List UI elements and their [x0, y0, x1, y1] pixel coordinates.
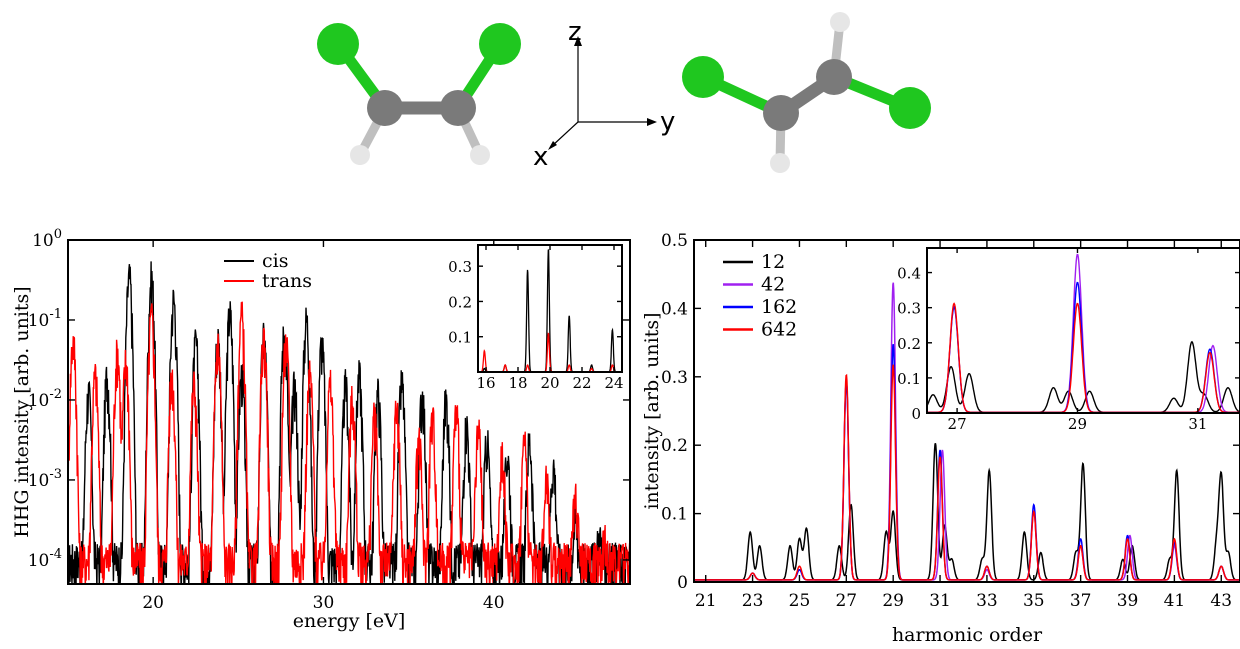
x-tick-label: 31	[929, 591, 951, 611]
y-tick-label: 0.2	[897, 335, 921, 353]
x-tick-label: 29	[1068, 415, 1087, 433]
plot-frame	[926, 247, 1240, 414]
chlorine-atom	[889, 87, 931, 129]
tick-base: 10	[28, 551, 50, 571]
x-tick-label: 33	[976, 591, 998, 611]
x-tick-label: 31	[1188, 415, 1207, 433]
y-tick-label: 10-4	[28, 547, 62, 571]
cis-molecule	[317, 23, 521, 165]
x-tick-label: 27	[835, 591, 857, 611]
y-tick-label: 0	[677, 573, 688, 593]
tick-exponent: -4	[49, 547, 62, 562]
tick-exponent: -2	[49, 387, 62, 402]
y-axis-label: intensity [arb. units]	[641, 312, 663, 509]
tick-base: 10	[28, 311, 50, 331]
tick-base: 10	[28, 391, 50, 411]
chlorine-atom	[317, 23, 359, 65]
x-tick-label: 27	[948, 415, 967, 433]
y-tick-label: 0.1	[661, 505, 688, 525]
legend-label-42: 42	[761, 274, 785, 296]
y-tick-label: 10-1	[28, 307, 62, 331]
x-tick-label: 20	[540, 374, 559, 392]
legend-label-cis: cis	[262, 250, 288, 272]
legend-label-642: 642	[761, 319, 797, 341]
x-tick-label: 22	[572, 374, 591, 392]
x-axis-label: x	[533, 142, 548, 172]
series-line-12	[927, 340, 1240, 413]
y-tick-label: 0.2	[448, 293, 472, 311]
tick-exponent: -1	[49, 307, 62, 322]
carbon-atom	[440, 90, 476, 126]
y-tick-label: 0.3	[661, 368, 688, 388]
plot-background	[927, 248, 1240, 413]
y-tick-label: 0.2	[661, 436, 688, 456]
x-tick-label: 39	[1117, 591, 1139, 611]
inset-energy-chart: 16 18 20 22 24 0.1 0.2 0.3	[448, 244, 624, 392]
x-axis-label: energy [eV]	[293, 610, 406, 632]
x-tick-label: 24	[604, 374, 623, 392]
legend-label-12: 12	[761, 251, 785, 273]
x-axis-label: harmonic order	[892, 624, 1043, 646]
trans-molecule	[682, 12, 931, 173]
x-tick-label: 41	[1164, 591, 1186, 611]
x-tick-label: 23	[742, 591, 764, 611]
tick-exponent: -3	[49, 467, 62, 482]
carbon-atom	[763, 95, 799, 131]
tick-exponent: 0	[54, 227, 62, 242]
series-line-trans	[68, 301, 630, 584]
y-tick-label: 10-2	[28, 387, 62, 411]
z-axis-label: z	[568, 17, 582, 47]
hydrogen-atom	[830, 12, 850, 32]
y-tick-label: 100	[32, 227, 62, 251]
y-tick-label: 0.3	[448, 258, 472, 276]
x-tick-label: 35	[1023, 591, 1045, 611]
harmonic-order-chart: 21 23 25 27 29 31 33 35 37 39 41 43 0 0.1 0.2 0.3 0.4 0.5…	[641, 231, 1240, 646]
inset-harmonic-chart: 27 29 31 0 0.1 0.2 0.3 0.4	[897, 247, 1240, 433]
y-axis-label: y	[660, 107, 675, 137]
y-tick-label: 0.4	[897, 265, 921, 283]
x-tick-label: 21	[695, 591, 717, 611]
x-tick-label: 18	[508, 374, 527, 392]
coordinate-axes: z y x	[533, 17, 675, 172]
x-tick-label: 29	[882, 591, 904, 611]
legend-label-162: 162	[761, 296, 797, 318]
y-tick-label: 0.4	[661, 299, 688, 319]
carbon-atom	[367, 90, 403, 126]
tick-base: 10	[32, 231, 54, 251]
carbon-atom	[816, 59, 852, 95]
y-tick-label: 10-3	[28, 467, 62, 491]
y-tick-label: 0.1	[448, 329, 472, 347]
y-tick-label: 0.1	[897, 370, 921, 388]
series-line-642	[694, 364, 1240, 581]
tick-base: 10	[28, 471, 50, 491]
legend-label-trans: trans	[262, 270, 312, 292]
hydrogen-atom	[470, 145, 490, 165]
chlorine-atom	[682, 56, 724, 98]
y-axis-label: HHG intensity [arb. units]	[11, 286, 33, 537]
x-tick-label: 30	[313, 593, 335, 613]
x-tick-label: 20	[142, 593, 164, 613]
y-tick-label: 0.5	[661, 231, 688, 251]
x-tick-label: 40	[483, 593, 505, 613]
y-tick-label: 0.3	[897, 300, 921, 318]
x-tick-label: 25	[789, 591, 811, 611]
series-group	[68, 261, 630, 584]
hydrogen-atom	[770, 153, 790, 173]
chlorine-atom	[479, 23, 521, 65]
x-tick-label: 43	[1210, 591, 1232, 611]
x-tick-label: 37	[1070, 591, 1092, 611]
x-tick-label: 16	[476, 374, 495, 392]
plot-frame	[67, 239, 631, 585]
plot-frame	[693, 239, 1240, 583]
series-group	[694, 282, 1240, 581]
hydrogen-atom	[350, 145, 370, 165]
y-tick-label: 0	[911, 405, 921, 423]
